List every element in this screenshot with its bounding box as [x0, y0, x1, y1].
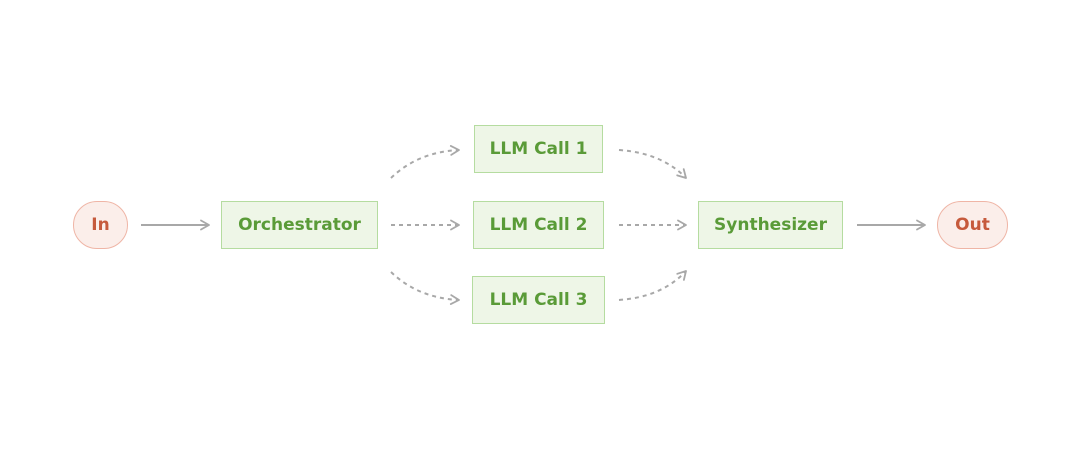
arrow-llm-call-1-to-synthesizer [618, 149, 687, 179]
llm-call-1-node: LLM Call 1 [474, 125, 603, 173]
arrow-llm-call-3-to-synthesizer [618, 270, 687, 301]
llm-call-2-node: LLM Call 2 [473, 201, 604, 249]
input-node-label: In [91, 215, 110, 235]
output-node: Out [937, 201, 1008, 249]
synthesizer-node: Synthesizer [698, 201, 843, 249]
llm-call-1-label: LLM Call 1 [489, 139, 588, 159]
output-node-label: Out [955, 215, 990, 235]
arrow-orchestrator-to-llm-call-1 [390, 144, 460, 179]
llm-call-2-label: LLM Call 2 [489, 215, 588, 235]
llm-call-3-label: LLM Call 3 [489, 290, 588, 310]
input-node: In [73, 201, 128, 249]
arrow-orchestrator-to-llm-call-3 [390, 271, 460, 306]
orchestrator-node: Orchestrator [221, 201, 378, 249]
orchestrator-node-label: Orchestrator [238, 215, 361, 235]
synthesizer-node-label: Synthesizer [714, 215, 827, 235]
llm-call-3-node: LLM Call 3 [472, 276, 605, 324]
